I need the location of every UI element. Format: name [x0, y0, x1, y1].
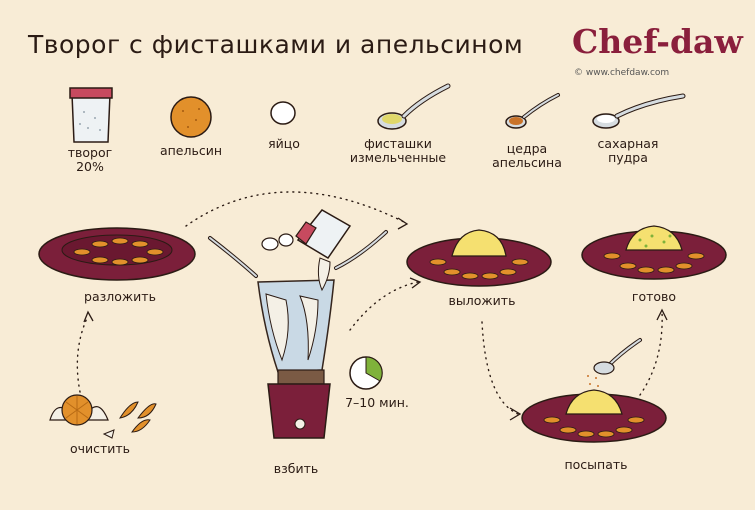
website-link: © www.chefdaw.com	[574, 68, 670, 78]
plate-sprinkle-icon	[521, 338, 667, 443]
plate-arranged-icon	[38, 227, 196, 281]
step-done-label: готово	[631, 289, 677, 304]
egg-icon	[270, 101, 296, 125]
spoon-sugar-icon	[592, 93, 686, 129]
ingredient-name: творог	[67, 145, 113, 160]
ingredient-detail: апельсина	[492, 155, 562, 170]
ingredient-detail: пудра	[608, 150, 648, 165]
ingredient-label-sugar: сахарная пудра	[586, 137, 670, 165]
ingredient-label-pistachios: фисташки измельченные	[342, 137, 454, 165]
flow-arrows	[76, 191, 663, 415]
ingredient-label-egg: яйцо	[260, 137, 308, 151]
step-place-label: выложить	[448, 293, 516, 308]
ingredient-detail: 20%	[76, 159, 104, 174]
ingredient-name: цедра	[506, 141, 548, 156]
ingredient-name: яйцо	[268, 136, 300, 151]
blender-spoons-icon	[208, 230, 388, 278]
brand-logo: Chef-daw	[572, 22, 743, 61]
spoon-zest-icon	[505, 93, 560, 129]
step-sprinkle-label: посыпать	[564, 457, 628, 472]
ingredient-detail: измельченные	[349, 150, 447, 165]
pouring-cup-icon	[295, 209, 352, 292]
step-peel-label: очистить	[69, 441, 131, 456]
blender-icon	[257, 279, 335, 439]
cottage-cheese-cup-icon	[69, 87, 113, 143]
ingredient-label-orange: апельсин	[151, 144, 231, 158]
step-time-label: 7–10 мин.	[345, 395, 409, 410]
ingredient-label-cottage-cheese: творог 20%	[64, 146, 116, 174]
page-title: Творог с фисташками и апельсином	[28, 30, 524, 59]
step-blend-label: взбить	[273, 461, 319, 476]
orange-icon	[170, 96, 212, 138]
plate-done-icon	[581, 225, 727, 280]
ingredient-name: фисташки	[364, 136, 432, 151]
arrow-heads	[83, 217, 668, 421]
spoon-pistachios-icon	[377, 83, 451, 130]
ingredient-label-zest: цедра апельсина	[482, 142, 572, 170]
ingredient-name: апельсин	[159, 143, 223, 158]
ingredient-name: сахарная	[597, 136, 659, 151]
plate-cream-icon	[406, 229, 552, 287]
peeled-orange-icon	[49, 394, 157, 439]
step-arrange-label: разложить	[84, 289, 156, 304]
timer-icon	[349, 356, 383, 390]
